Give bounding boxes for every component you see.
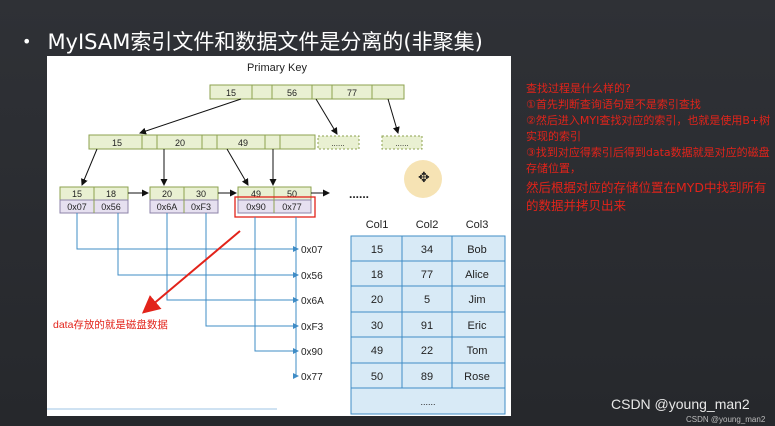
leaf-key: 30: [196, 189, 206, 199]
leaf-address: 0x90: [246, 202, 266, 212]
internal-key: 20: [175, 138, 185, 148]
pointer-label: 0x90: [301, 347, 323, 358]
bullet-icon: •: [22, 31, 32, 51]
table-cell: Eric: [468, 320, 487, 332]
table-cell: 5: [424, 294, 430, 306]
leaf-node: 15 18 0x07 0x56: [59, 186, 129, 214]
leaf-node: 49 50 0x90 0x77: [234, 186, 316, 218]
leaf-key: 49: [251, 189, 261, 199]
table-cell: Tom: [467, 345, 488, 357]
pointer-label: 0xF3: [301, 322, 324, 333]
table-cell: Jim: [468, 294, 485, 306]
note-line-large: 然后根据对应的存储位置在MYD中找到所有的数据并拷贝出来: [526, 180, 767, 213]
leaf-address: 0xF3: [191, 202, 211, 212]
svg-text:......: ......: [395, 139, 408, 148]
leaf-address: 0x56: [101, 202, 121, 212]
data-table: Col1 Col2 Col3 15 34 Bob 18 77 Alice: [350, 219, 506, 415]
pointer-label: 0x77: [301, 372, 323, 383]
annotation-arrow: [141, 230, 241, 314]
svg-text:......: ......: [331, 139, 344, 148]
table-header: Col3: [466, 219, 489, 231]
leaf-address: 0x6A: [157, 202, 178, 212]
placeholder-node: ......: [381, 135, 423, 150]
move-cursor-icon: ✥: [418, 170, 430, 186]
pointer-address-labels: 0x07 0x56 0x6A 0xF3 0x90 0x77: [301, 245, 324, 383]
slide-title-row: • MyISAM索引文件和数据文件是分离的(非聚集): [22, 26, 483, 56]
table-cell: 91: [421, 320, 433, 332]
highlight-box: [234, 196, 316, 218]
table-ellipsis: ......: [420, 397, 435, 407]
table-cell: 77: [421, 269, 433, 281]
note-line: 查找过程是什么样的?: [526, 82, 631, 95]
btree-diagram: Primary Key 15 56 77 15 20: [47, 62, 506, 415]
pointer-label: 0x07: [301, 245, 323, 256]
table-cell: Alice: [465, 269, 489, 281]
table-cell: Rose: [464, 371, 490, 383]
watermark: CSDN @young_man2: [611, 396, 750, 412]
watermark-small: CSDN @young_man2: [686, 415, 766, 424]
leaf-address: 0x77: [282, 202, 302, 212]
table-cell: 34: [421, 244, 433, 256]
diagram-heading: Primary Key: [247, 62, 307, 74]
root-key: 77: [347, 88, 357, 98]
table-cell: 50: [371, 371, 383, 383]
note-line: ①首先判断查询语句是不是索引查找: [526, 98, 701, 111]
table-cell: Bob: [467, 244, 487, 256]
leaf-key: 15: [72, 189, 82, 199]
pointer-label: 0x56: [301, 271, 323, 282]
leaf-key: 20: [162, 189, 172, 199]
table-header: Col2: [416, 219, 439, 231]
leaf-ellipsis: ......: [349, 187, 369, 201]
diagram-slide: Primary Key 15 56 77 15 20: [47, 56, 511, 416]
root-node: 15 56 77: [209, 84, 405, 100]
internal-key: 15: [112, 138, 122, 148]
internal-key: 49: [238, 138, 248, 148]
table-cell: 20: [371, 294, 383, 306]
note-line: ③找到对应得索引后得到data数据就是对应的磁盘存储位置，: [526, 146, 770, 175]
placeholder-node: ......: [317, 135, 360, 150]
table-cell: 49: [371, 345, 383, 357]
leaf-node: 20 30 0x6A 0xF3: [149, 186, 219, 214]
table-cell: 15: [371, 244, 383, 256]
leaf-key: 18: [106, 189, 116, 199]
slide-title: MyISAM索引文件和数据文件是分离的(非聚集): [47, 30, 483, 54]
cursor-highlight: [404, 160, 442, 198]
table-cell: 18: [371, 269, 383, 281]
root-key: 15: [226, 88, 236, 98]
leaf-key: 50: [287, 189, 297, 199]
leaf-address: 0x07: [67, 202, 87, 212]
table-header: Col1: [366, 219, 389, 231]
pointer-label: 0x6A: [301, 296, 324, 307]
pointer-lines: [76, 213, 299, 379]
internal-node: 15 20 49: [88, 134, 316, 150]
table-cell: 89: [421, 371, 433, 383]
note-line: ②然后进入MYI查找对应的索引，也就是使用B+树实现的索引: [526, 114, 771, 143]
table-cell: 22: [421, 345, 433, 357]
annotation-text: data存放的就是磁盘数据: [53, 318, 168, 331]
root-key: 56: [287, 88, 297, 98]
table-cell: 30: [371, 320, 383, 332]
explanation-notes: 查找过程是什么样的? ①首先判断查询语句是不是索引查找 ②然后进入MYI查找对应…: [526, 81, 775, 215]
